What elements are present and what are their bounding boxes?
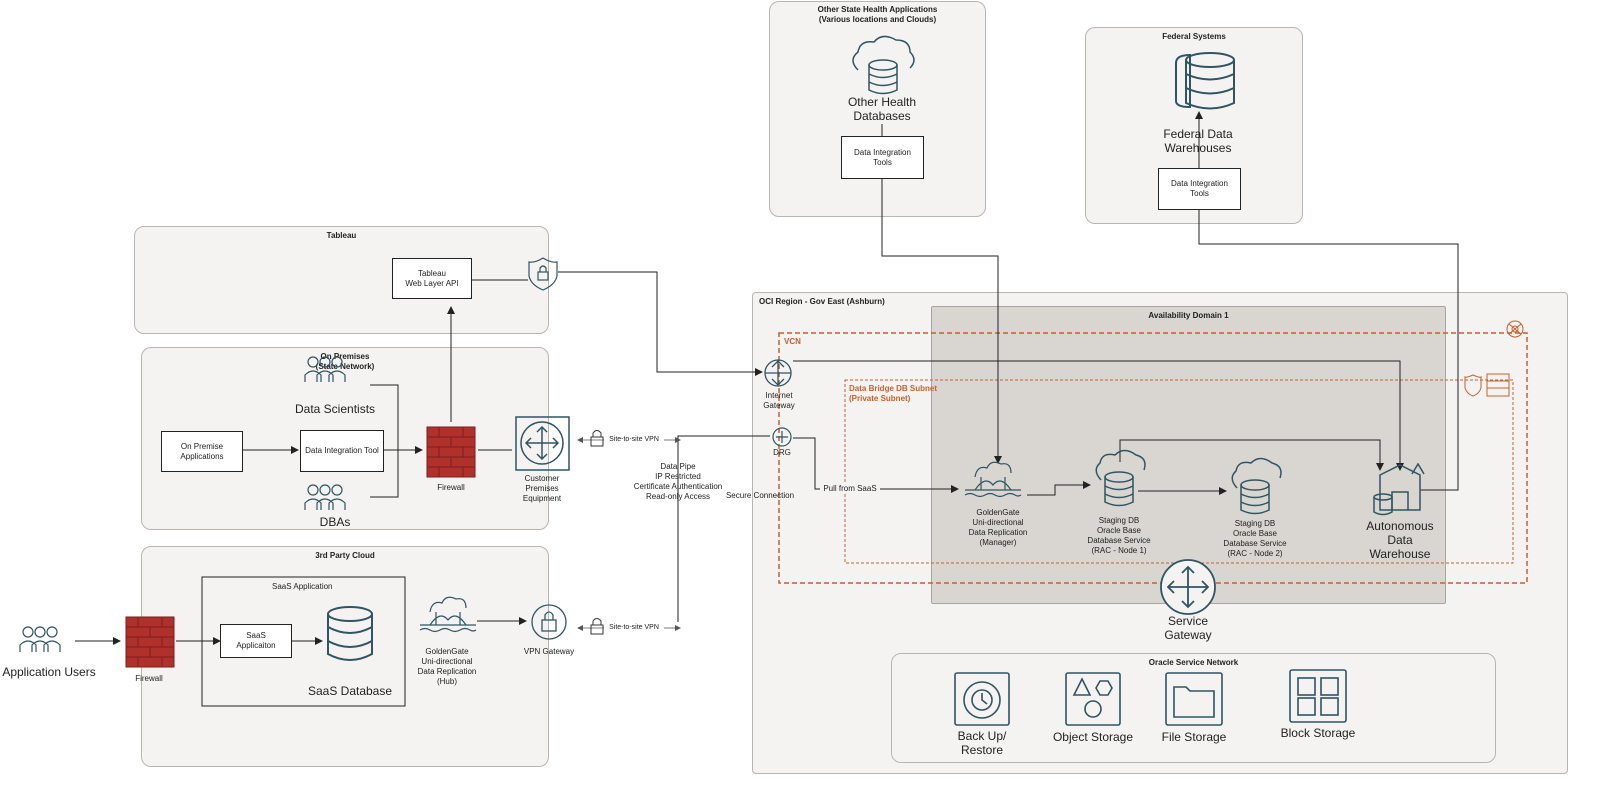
- edge-drg-to-gg: [793, 437, 959, 493]
- edge-gg-to-staging1: [1027, 481, 1091, 496]
- node-label: DBAs: [319, 515, 351, 529]
- box-label: SaaS: [246, 631, 266, 640]
- autonomous-data-warehouse-icon: [1373, 462, 1425, 516]
- vpn-gateway-icon: [531, 604, 567, 640]
- goldengate-icon: [419, 596, 477, 633]
- edge-adw-to-fed-dit: [1198, 210, 1459, 491]
- database-icon: [327, 606, 373, 661]
- internet-gateway-icon: [764, 359, 792, 387]
- edge-label: Secure Connection: [725, 491, 795, 500]
- on-premise-applications-box: On Premise Applications: [161, 431, 243, 472]
- group-title: OCI Region - Gov East (Ashburn): [759, 297, 885, 306]
- group-title: On Premises: [320, 352, 370, 361]
- box-label: Tableau: [417, 268, 447, 278]
- data-integration-tools-box: Data Integration Tools: [841, 136, 924, 179]
- vcn-title: VCN: [784, 337, 801, 346]
- node-label: Object Storage: [1052, 730, 1134, 744]
- security-list-icon: [1464, 373, 1510, 397]
- edge-lock-to-igw: [558, 271, 763, 376]
- file-storage-icon: [1165, 672, 1223, 726]
- vcn-boundary: [778, 332, 1528, 584]
- group-subtitle: (State Network): [315, 362, 375, 371]
- backup-restore-icon: [954, 672, 1010, 726]
- box-label: Applications: [180, 451, 224, 461]
- node-label: File Storage: [1161, 730, 1227, 744]
- group-title: Other State Health Applications: [817, 5, 938, 14]
- shield-lock-icon: [528, 257, 558, 291]
- node-label: Block Storage: [1280, 726, 1356, 740]
- vcn-icon: [1506, 320, 1524, 338]
- saas-application-title: SaaS Application: [272, 582, 333, 591]
- connectors: [75, 111, 1459, 645]
- cloud-database-icon: [1095, 449, 1146, 507]
- drg-icon: [772, 427, 792, 447]
- saas-application-node: SaaS Applicaiton: [220, 624, 292, 658]
- node-label: VPN Gateway: [523, 647, 575, 656]
- group-oracle-service-network: Oracle Service Network: [891, 653, 1496, 763]
- data-integration-tools-box: Data Integration Tools: [1158, 168, 1241, 210]
- edge-other-dit-to-gg: [881, 178, 1002, 464]
- data-integration-tool-box: Data Integration Tool: [300, 430, 384, 472]
- firewall-icon: [426, 426, 476, 478]
- node-label: Data Scientists: [295, 402, 376, 416]
- subnet-title: Data Bridge DB Subnet(Private Subnet): [849, 384, 938, 403]
- group-title: Availability Domain 1: [1148, 311, 1229, 320]
- group-subtitle: (Various locations and Clouds): [818, 15, 937, 24]
- edge-label: Pull from SaaS: [820, 484, 880, 494]
- node-label: Back Up/Restore: [957, 729, 1007, 757]
- node-label: Firewall: [437, 483, 465, 492]
- edge-pipe-to-drg: [677, 435, 770, 622]
- goldengate-icon: [964, 461, 1022, 498]
- box-label: Applicaiton: [236, 641, 276, 650]
- firewall-icon: [125, 616, 175, 668]
- group-availability-domain: Availability Domain 1: [931, 306, 1446, 604]
- cloud-database-icon: [852, 35, 915, 95]
- data-warehouse-icon: [1175, 52, 1235, 110]
- lock-icon: [590, 430, 604, 635]
- edge-igw-to-adw: [793, 360, 1404, 471]
- group-title: Federal Systems: [1162, 32, 1226, 41]
- edge-datascientists-bracket: [370, 384, 399, 498]
- tableau-api-box: Tableau Web Layer API: [392, 258, 472, 299]
- group-other-state-health: Other State Health Applications(Various …: [769, 1, 986, 217]
- group-title: Oracle Service Network: [1148, 658, 1239, 667]
- people-icon: [19, 356, 346, 652]
- service-gateway-icon: [1160, 559, 1216, 615]
- router-icon: [515, 416, 570, 471]
- edge-label: Site-to-site VPN: [609, 624, 659, 631]
- group-third-party-cloud: 3rd Party Cloud: [141, 546, 549, 767]
- node-label: Firewall: [135, 674, 163, 683]
- block-storage-icon: [1289, 669, 1347, 723]
- cloud-database-icon: [1231, 457, 1282, 515]
- node-label: DRG: [773, 448, 791, 457]
- object-storage-icon: [1065, 672, 1121, 726]
- box-label: Web Layer API: [405, 278, 459, 288]
- group-title: 3rd Party Cloud: [315, 551, 375, 560]
- edge-staging1-to-adw: [1119, 439, 1384, 471]
- node-label: SaaS Database: [307, 684, 393, 698]
- node-label: Application Users: [2, 665, 96, 679]
- group-title: Tableau: [326, 231, 357, 240]
- edge-label: Site-to-site VPN: [609, 436, 659, 443]
- box-label: On Premise: [180, 441, 224, 451]
